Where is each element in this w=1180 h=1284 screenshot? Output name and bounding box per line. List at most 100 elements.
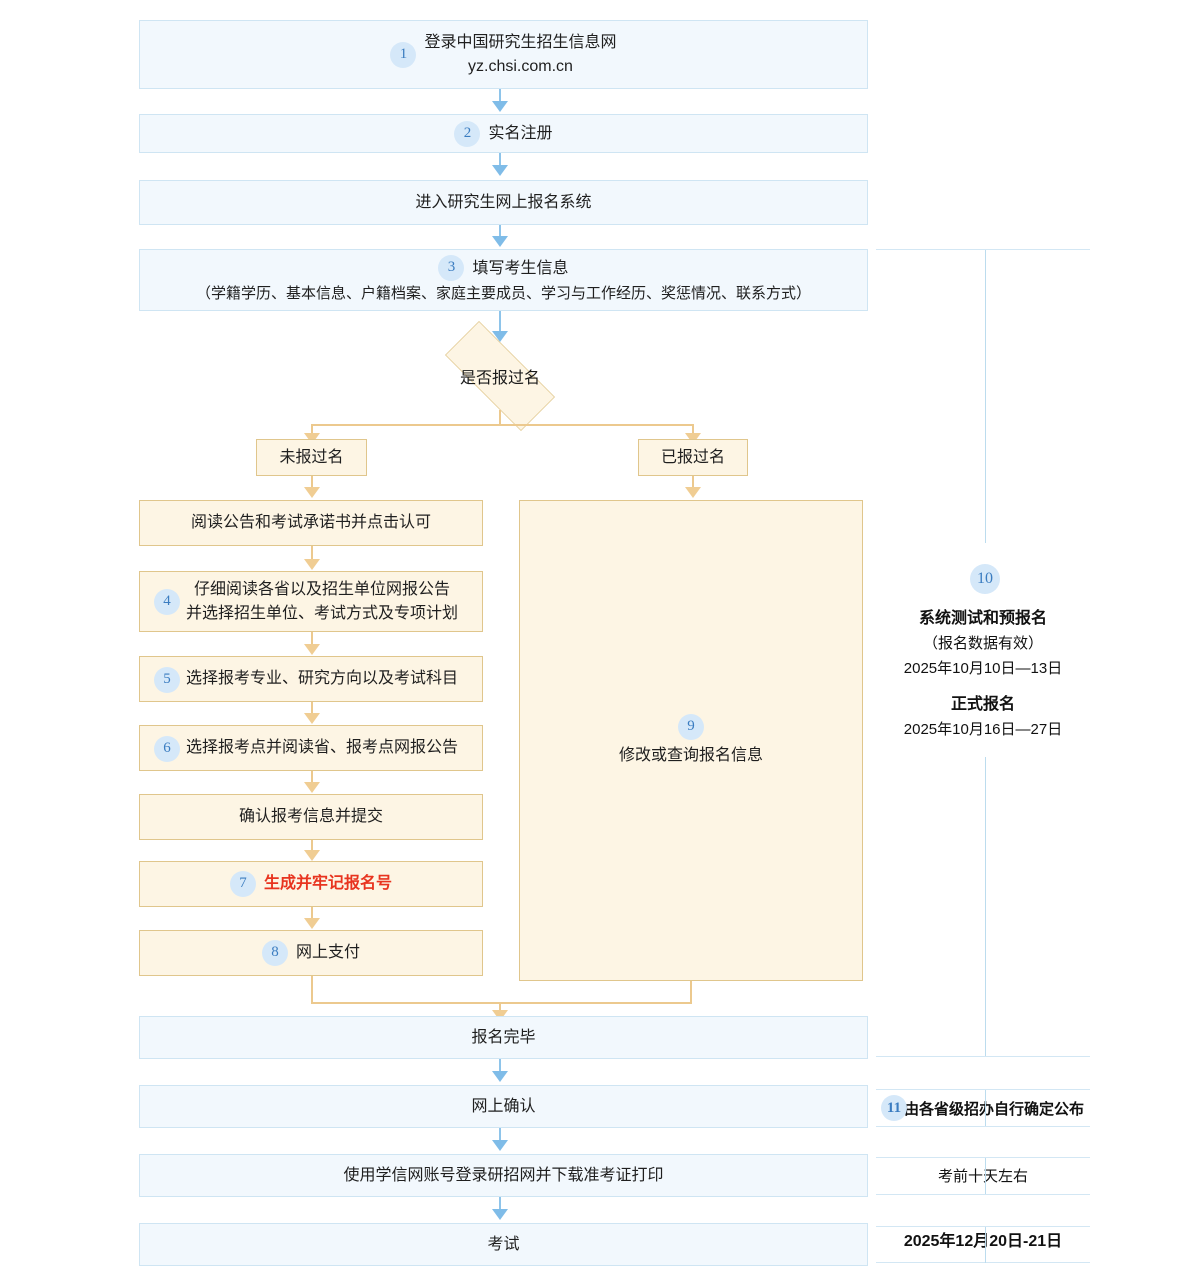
arrow-down-icon [492, 1071, 508, 1082]
connector-branch-horizontal [311, 424, 693, 426]
annotation-separator [876, 1157, 1090, 1158]
annotation-separator [876, 1262, 1090, 1263]
node-enter-system: 进入研究生网上报名系统 [139, 180, 868, 225]
arrow-down-icon [304, 644, 320, 655]
branch-not-registered: 未报过名 [256, 439, 367, 476]
arrow-down-icon [685, 433, 701, 444]
connector-confirm-download [499, 1128, 501, 1142]
node-modify-query: 9 修改或查询报名信息 [519, 500, 863, 981]
annotation-vertical-divider [985, 250, 986, 543]
connector-done-confirm [499, 1059, 501, 1073]
node-exam-label: 考试 [487, 1235, 520, 1253]
connector-merge-horizontal [311, 1002, 692, 1004]
annotation-ticket-note: 考前十天左右 [876, 1165, 1090, 1190]
arrow-down-icon [492, 101, 508, 112]
connector-branch-right-down [692, 424, 694, 434]
arrow-down-icon [492, 165, 508, 176]
annotation-vertical-divider-2 [985, 757, 986, 1056]
arrow-down-icon [304, 487, 320, 498]
connector-branch-left-down [311, 424, 313, 434]
connector-download-exam [499, 1197, 501, 1211]
node-register-label: 实名注册 [488, 124, 553, 142]
step-number-badge: 4 [154, 589, 180, 615]
annotation-vertical-divider-4 [985, 1158, 986, 1194]
branch-not-registered-label: 未报过名 [279, 448, 344, 466]
node-enter-system-label: 进入研究生网上报名系统 [415, 193, 592, 211]
node-fill-info-label: 填写考生信息 [472, 259, 569, 277]
decision-label: 是否报过名 [459, 370, 540, 387]
annotation-schedule: 系统测试和预报名 （报名数据有效） 2025年10月10日—13日 正式报名 2… [876, 606, 1090, 743]
node-fill-info-sublabel: （学籍学历、基本信息、户籍档案、家庭主要成员、学习与工作经历、奖惩情况、联系方式… [195, 285, 811, 303]
node-confirm-submit: 确认报考信息并提交 [139, 794, 483, 840]
connector-orange-2 [311, 632, 313, 645]
decision-registered-before: 是否报过名 [424, 321, 576, 431]
annotation-schedule-line1a: （报名数据有效） [922, 635, 1043, 653]
node-signup-done-label: 报名完毕 [471, 1028, 536, 1046]
annotation-schedule-line2a: 2025年10月16日—27日 [903, 721, 1063, 739]
node-generate-number-label: 生成并牢记报名号 [263, 875, 392, 893]
connector-orange-4 [311, 771, 313, 783]
annotation-vertical-divider-5 [985, 1227, 986, 1263]
node-read-notice: 阅读公告和考试承诺书并点击认可 [139, 500, 483, 546]
node-login-label: 登录中国研究生招生信息网 yz.chsi.com.cn [424, 34, 617, 75]
annotation-separator [876, 1056, 1090, 1057]
annotation-separator [876, 249, 1090, 250]
annotation-separator [876, 1226, 1090, 1227]
annotation-confirm-note-label: 由各省级招办自行确定公布 [903, 1100, 1084, 1118]
arrow-down-icon [304, 782, 320, 793]
annotation-schedule-title2: 正式报名 [950, 695, 1015, 713]
arrow-down-icon [492, 1209, 508, 1220]
connector-register-enter [499, 153, 501, 169]
node-confirm-submit-label: 确认报考信息并提交 [238, 808, 383, 826]
annotation-separator [876, 1194, 1090, 1195]
arrow-down-icon [492, 236, 508, 247]
connector-enter-fillinfo [499, 225, 501, 239]
step-number-badge: 1 [390, 41, 417, 68]
connector-decision-down [499, 410, 501, 425]
step-number-badge: 5 [154, 667, 180, 693]
step-number-badge: 11 [881, 1095, 907, 1121]
annotation-exam-note-label: 2025年12月20日-21日 [903, 1233, 1063, 1250]
arrow-down-icon [304, 713, 320, 724]
step-number-badge: 10 [970, 564, 1000, 594]
connector-orange-6 [311, 907, 313, 919]
node-online-confirm-label: 网上确认 [471, 1097, 536, 1115]
connector-merge-down [499, 1002, 501, 1011]
branch-already-registered: 已报过名 [638, 439, 748, 476]
step-number-badge: 9 [678, 713, 704, 740]
connector-pay-down [311, 976, 313, 1003]
connector-orange-3 [311, 702, 313, 714]
step-number-badge: 8 [261, 940, 288, 966]
connector-left-branch-to-steps [311, 476, 313, 488]
annotation-schedule-line1b: 2025年10月10日—13日 [903, 660, 1063, 678]
connector-modify-down [690, 981, 692, 1003]
connector-right-branch-to-step9 [692, 476, 694, 488]
annotation-confirm-note: 11 由各省级招办自行确定公布 [876, 1092, 1090, 1124]
arrow-down-icon [492, 1010, 508, 1021]
annotation-separator [876, 1126, 1090, 1127]
node-read-province-notice-label: 仔细阅读各省以及招生单位网报公告 并选择招生单位、考试方式及专项计划 [185, 581, 458, 622]
node-exam: 考试 [139, 1223, 868, 1266]
annotation-vertical-divider-3 [985, 1090, 986, 1126]
annotation-separator [876, 1089, 1090, 1090]
annotation-exam-note: 2025年12月20日-21日 [876, 1229, 1090, 1255]
node-choose-major: 5 选择报考专业、研究方向以及考试科目 [139, 656, 483, 702]
node-login: 1 登录中国研究生招生信息网 yz.chsi.com.cn [139, 20, 868, 89]
connector-orange-1 [311, 546, 313, 560]
annotation-schedule-title1: 系统测试和预报名 [918, 610, 1047, 627]
step-number-badge: 2 [454, 120, 481, 147]
node-choose-major-label: 选择报考专业、研究方向以及考试科目 [185, 670, 458, 688]
node-generate-number: 7 生成并牢记报名号 [139, 861, 483, 907]
annotation-ticket-note-label: 考前十天左右 [937, 1168, 1028, 1185]
arrow-down-icon [685, 487, 701, 498]
step-number-badge: 3 [438, 255, 465, 282]
node-choose-site: 6 选择报考点并阅读省、报考点网报公告 [139, 725, 483, 771]
arrow-down-icon [304, 918, 320, 929]
connector-login-register [499, 89, 501, 105]
node-download-ticket: 使用学信网账号登录研招网并下载准考证打印 [139, 1154, 868, 1197]
arrow-down-icon [304, 433, 320, 444]
arrow-down-icon [304, 850, 320, 861]
arrow-down-icon [304, 559, 320, 570]
connector-orange-5 [311, 840, 313, 851]
